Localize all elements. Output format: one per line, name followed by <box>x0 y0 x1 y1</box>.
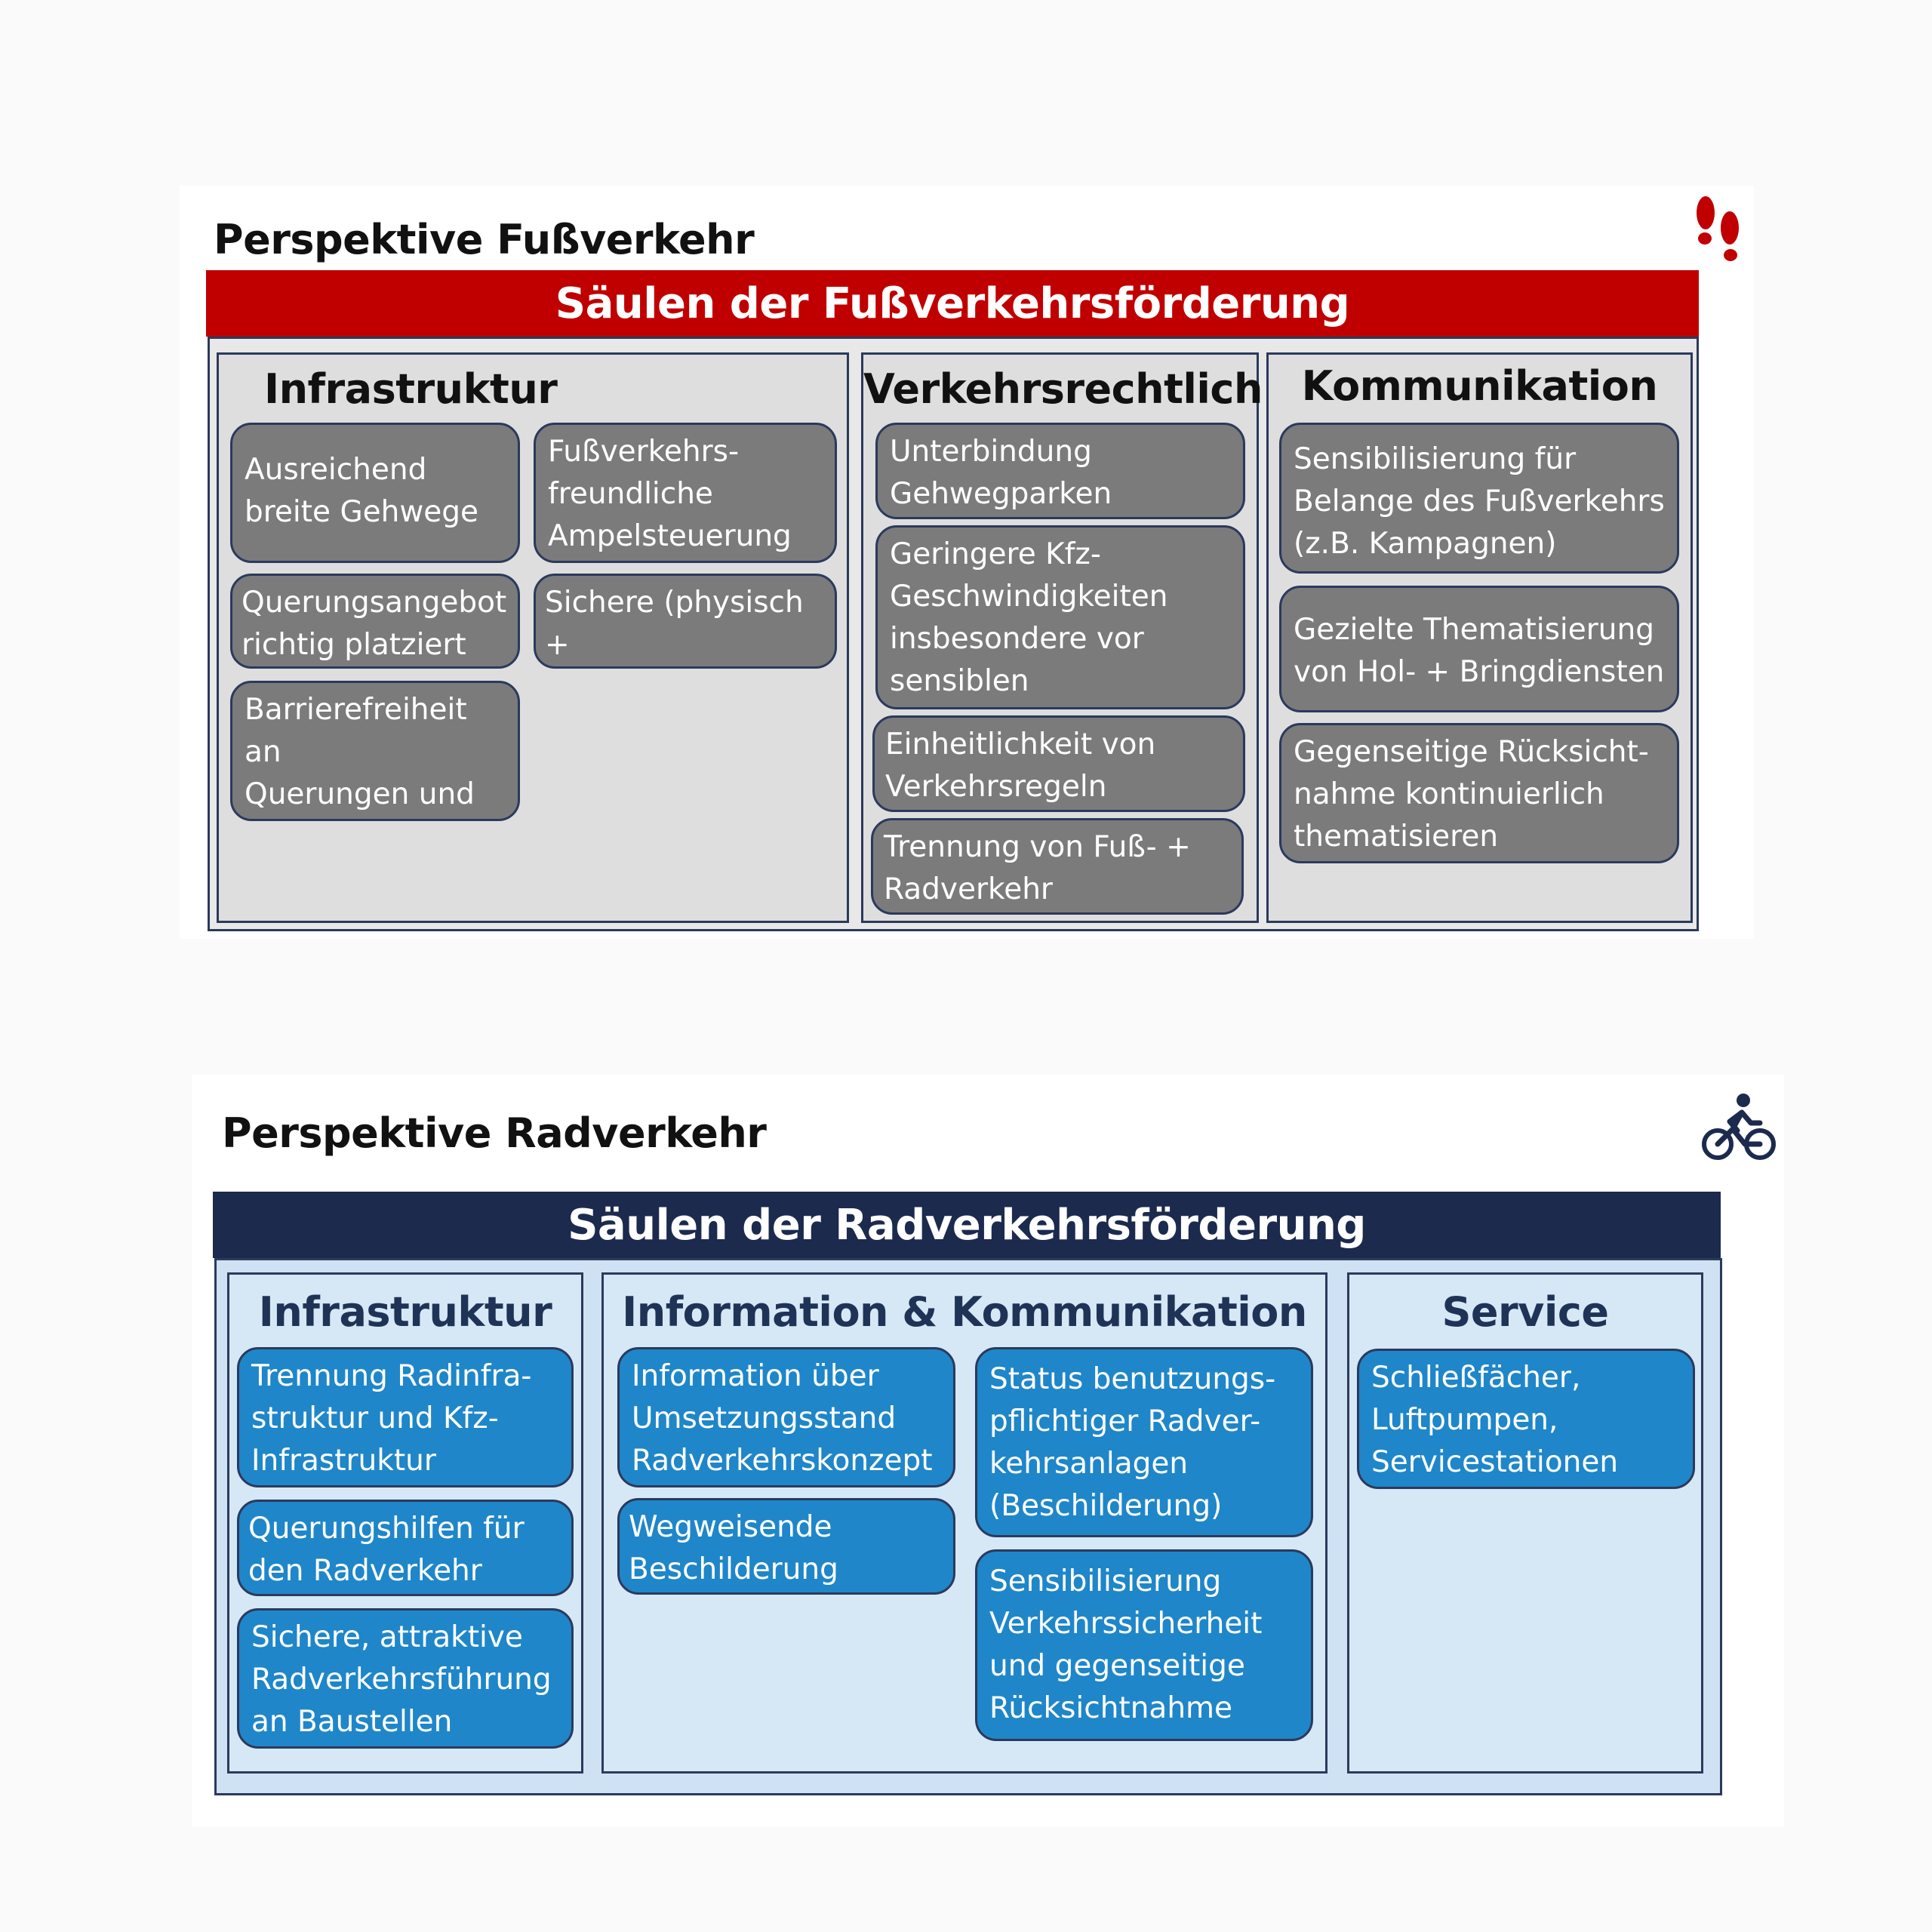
pillar-card: Barrierefreiheit an Querungen und Haltes… <box>230 681 520 821</box>
fuss-panel: Perspektive Fußverkehr Säulen der Fußver… <box>180 186 1754 939</box>
pillar-card: Schließfächer, Luftpumpen, Servicestatio… <box>1357 1349 1695 1489</box>
fuss-column-verkehrsrechtlich: Verkehrsrechtlich Unterbindung Gehwegpar… <box>861 352 1263 923</box>
rad-banner: Säulen der Radverkehrsförderung <box>213 1192 1721 1258</box>
rad-column-information-kommunikation: Information & Kommunikation Information … <box>601 1272 1327 1774</box>
pillar-card: Trennung Radinfra- struktur und Kfz- Inf… <box>237 1347 574 1487</box>
pillar-card: Ausreichend breite Gehwege <box>230 423 520 563</box>
fuss-panel-title: Perspektive Fußverkehr <box>214 216 755 263</box>
pillar-card: Information über Umsetzungsstand Radverk… <box>617 1347 955 1487</box>
rad-panel-title: Perspektive Radverkehr <box>222 1109 767 1157</box>
rad-column-service: Service Schließfächer, Luftpumpen, Servi… <box>1347 1272 1703 1774</box>
pillar-card: Sensibilisierung Verkehrssicherheit und … <box>975 1549 1313 1741</box>
pillar-card: Sichere, attraktive Radverkehrsführung a… <box>237 1608 574 1749</box>
column-title: Infrastruktur <box>258 1288 552 1336</box>
pillar-card: Wegweisende Beschilderung <box>617 1498 955 1595</box>
cyclist-icon <box>1702 1094 1776 1160</box>
pillar-card: Fußverkehrs- freundliche Ampelsteuerung <box>534 423 837 563</box>
column-title: Infrastruktur <box>264 365 558 413</box>
pillar-card: Querungsangebot richtig platziert <box>230 574 520 669</box>
pillar-card: Sensibilisierung für Belange des Fußverk… <box>1279 423 1679 574</box>
pillar-card: Querungshilfen für den Radverkehr <box>237 1500 574 1596</box>
column-title: Kommunikation <box>1301 362 1658 410</box>
pillar-card: Gezielte Thematisierung von Hol- + Bring… <box>1279 586 1679 712</box>
pillar-card: Unterbindung Gehwegparken <box>875 423 1245 519</box>
pillar-card: Sichere (physisch + sozial) Verbindung <box>534 574 837 669</box>
fuss-column-kommunikation: Kommunikation Sensibilisierung für Belan… <box>1266 352 1693 923</box>
rad-column-infrastruktur: Infrastruktur Trennung Radinfra- struktu… <box>227 1272 583 1774</box>
column-title: Service <box>1441 1288 1610 1336</box>
footprints-icon <box>1697 196 1739 261</box>
column-title: Verkehrsrechtlich <box>863 365 1263 413</box>
fuss-pillars-frame: Infrastruktur Ausreichend breite Gehwege… <box>208 337 1699 931</box>
rad-pillars-frame: Infrastruktur Trennung Radinfra- struktu… <box>214 1258 1722 1795</box>
fuss-banner: Säulen der Fußverkehrsförderung <box>206 270 1699 337</box>
rad-panel: Perspektive Radverkehr Säulen der Radver… <box>192 1075 1784 1826</box>
pillar-card: Trennung von Fuß- + Radverkehr <box>871 818 1244 915</box>
pillar-card: Einheitlichkeit von Verkehrsregeln <box>872 715 1245 812</box>
column-title: Information & Kommunikation <box>622 1288 1307 1336</box>
pillar-card: Status benutzungs- pflichtiger Radver- k… <box>975 1347 1313 1537</box>
pillar-card: Geringere Kfz- Geschwindigkeiten insbeso… <box>875 525 1245 709</box>
pillar-card: Gegenseitige Rücksicht- nahme kontinuier… <box>1279 723 1679 863</box>
fuss-column-infrastruktur: Infrastruktur Ausreichend breite Gehwege… <box>217 352 849 923</box>
